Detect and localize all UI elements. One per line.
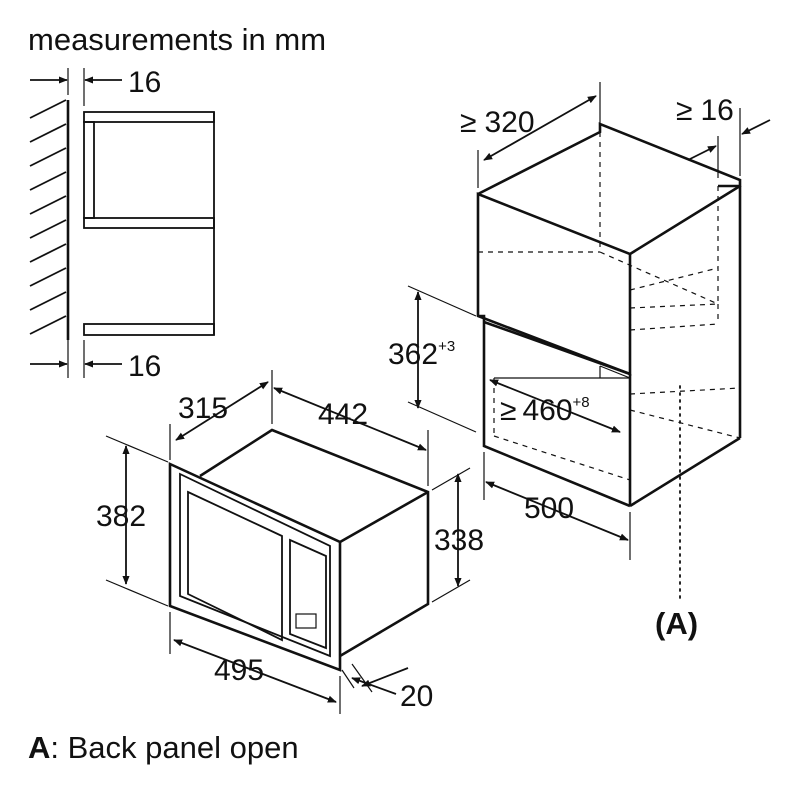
dimension-arrow-icon <box>351 677 397 695</box>
dimension-arrow-icon <box>741 119 771 135</box>
appliance-body <box>199 428 430 658</box>
top-gap-label: ≥16 <box>676 94 734 127</box>
appliance-control-panel <box>289 538 327 650</box>
back-panel-label: (A) <box>655 606 698 641</box>
hatched-wall-icon <box>29 99 70 340</box>
side-gap-top-label: 16 <box>128 66 161 99</box>
dimension-arrow-icon <box>361 667 409 687</box>
appliance-frame-depth-label: 20 <box>400 680 433 713</box>
dimension-arrow-icon <box>273 387 427 451</box>
appliance-body-height-label: 338 <box>434 524 484 557</box>
cabinet-height-label: 362+3 <box>388 338 455 371</box>
dimension-arrow-icon <box>175 381 269 441</box>
appliance-display <box>295 613 317 629</box>
cabinet-depth-label: 500 <box>524 492 574 525</box>
side-base-shelf <box>83 323 215 336</box>
cabinet-width-label: ≥460+8 <box>500 394 590 427</box>
dimension-arrow-icon <box>687 145 717 161</box>
appliance-depth-label: 315 <box>178 392 228 425</box>
appliance-view: 315 442 382 338 495 20 <box>96 370 484 714</box>
dimension-arrow-icon <box>173 639 337 703</box>
page-title: measurements in mm <box>28 22 326 57</box>
niche-front <box>478 314 631 508</box>
appliance-body-width-label: 442 <box>318 398 368 431</box>
side-top-shelf <box>83 111 215 123</box>
appliance-front-width-label: 495 <box>214 654 264 687</box>
appliance-front-inner <box>179 472 331 658</box>
appliance-front-frame <box>168 461 342 672</box>
side-view: 16 16 <box>29 66 215 383</box>
side-bottom-shelf <box>83 217 215 229</box>
top-depth-label: ≥320 <box>460 106 535 139</box>
dimension-arrow-icon <box>489 379 621 433</box>
upper-unit-top <box>477 122 742 256</box>
appliance-front-height-label: 382 <box>96 500 146 533</box>
side-gap-bottom-label: 16 <box>128 350 161 383</box>
side-inner-panel <box>83 121 95 219</box>
dimension-arrow-icon <box>485 481 629 541</box>
cabinet-view: (A) ≥320 ≥16 362+3 ≥460+8 500 <box>388 82 771 641</box>
legend: A: Back panel open <box>28 730 299 765</box>
dimension-arrow-icon <box>483 95 597 161</box>
